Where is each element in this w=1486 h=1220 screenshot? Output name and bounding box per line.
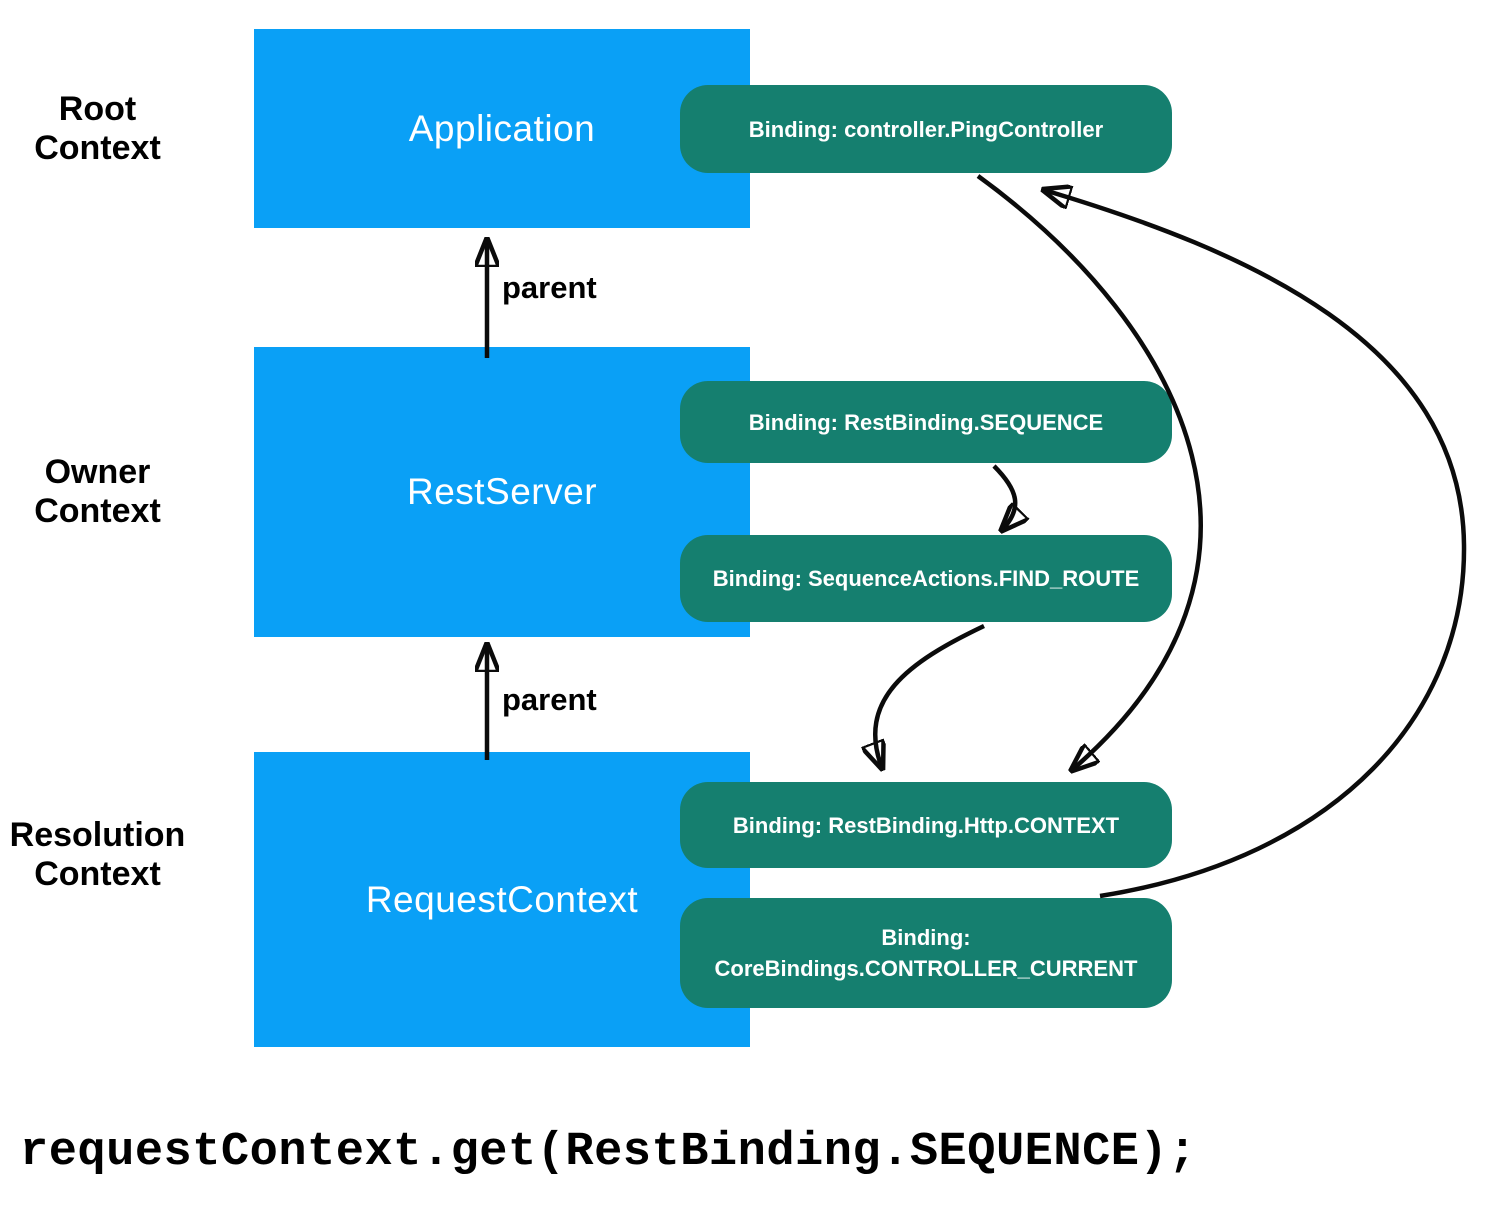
requestcontext-box-title: RequestContext: [365, 878, 639, 920]
binding-pill-pingcontroller: Binding: controller.PingController: [680, 85, 1172, 173]
root-context-label: Root Context: [0, 90, 195, 168]
code-snippet: requestContext.get(RestBinding.SEQUENCE)…: [20, 1126, 1197, 1179]
binding-pill-controllercurrent: Binding: CoreBindings.CONTROLLER_CURRENT: [680, 898, 1172, 1008]
root-context-label-line1: Root: [58, 90, 137, 128]
restserver-box: RestServer: [254, 347, 750, 637]
edge-sequence-to-findroute: [992, 464, 1015, 530]
restserver-box-title: RestServer: [406, 471, 598, 512]
owner-context-label: Owner Context: [0, 453, 195, 531]
binding-pill-findroute: Binding: SequenceActions.FIND_ROUTE: [680, 535, 1172, 622]
resolution-context-label: Resolution Context: [0, 816, 195, 894]
application-box-title: Application: [408, 107, 596, 149]
owner-context-label-line2: Context: [34, 492, 161, 530]
parent-edge-label-2: parent: [502, 682, 597, 717]
root-context-label-line2: Context: [34, 129, 161, 167]
owner-context-label-line1: Owner: [44, 453, 151, 491]
binding-pill-httpcontext: Binding: RestBinding.Http.CONTEXT: [680, 782, 1172, 868]
resolution-context-label-line1: Resolution: [9, 816, 186, 854]
application-box: Application: [254, 29, 750, 228]
edge-pingcontroller-to-context: [976, 174, 1203, 770]
parent-edge-label-1: parent: [502, 270, 597, 305]
requestcontext-box: RequestContext: [254, 752, 750, 1047]
binding-pill-sequence: Binding: RestBinding.SEQUENCE: [680, 381, 1172, 463]
resolution-context-label-line2: Context: [34, 855, 161, 893]
edge-findroute-to-context: [875, 623, 985, 768]
